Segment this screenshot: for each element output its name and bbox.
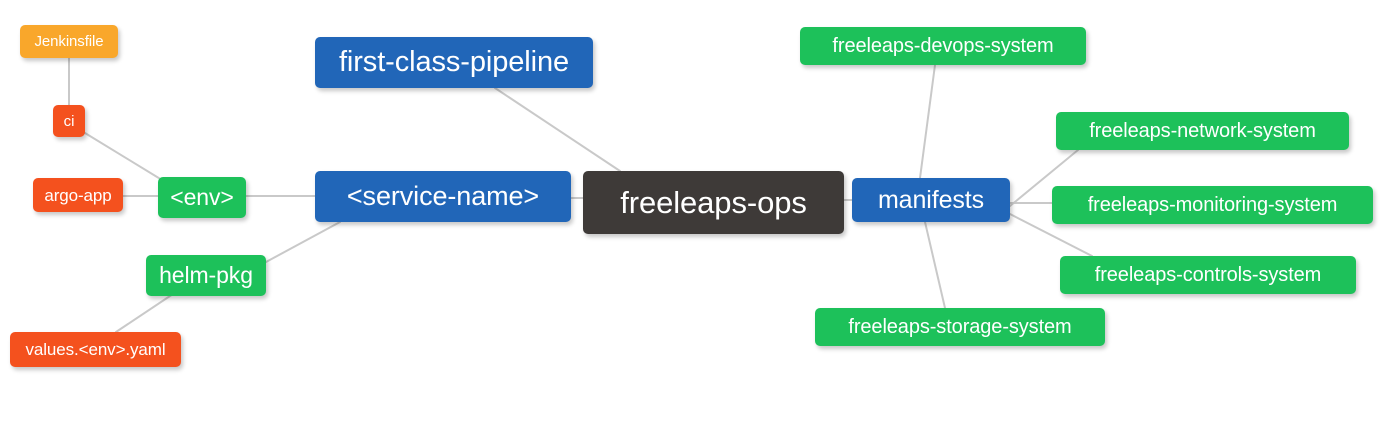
edge-manifests-to-freeleaps-storage-system <box>924 221 946 309</box>
node-label-values-yaml: values.<env>.yaml <box>25 340 166 359</box>
node-label-manifests: manifests <box>877 185 985 214</box>
node-argo-app[interactable]: argo-app <box>33 178 123 212</box>
node-freeleaps-devops-system[interactable]: freeleaps-devops-system <box>800 27 1086 65</box>
edge-helm-pkg-to-values-yaml <box>115 291 177 333</box>
node-manifests[interactable]: manifests <box>852 178 1010 222</box>
node-env[interactable]: <env> <box>158 177 246 218</box>
node-label-freeleaps-storage-system: freeleaps-storage-system <box>848 316 1072 338</box>
node-ci[interactable]: ci <box>53 105 85 137</box>
node-label-helm-pkg: helm-pkg <box>159 262 253 288</box>
node-label-ci: ci <box>63 112 75 130</box>
node-label-freeleaps-devops-system: freeleaps-devops-system <box>832 35 1054 57</box>
node-label-first-class-pipeline: first-class-pipeline <box>338 46 570 78</box>
node-label-argo-app: argo-app <box>44 185 112 205</box>
node-label-freeleaps-monitoring-system: freeleaps-monitoring-system <box>1087 194 1338 216</box>
node-helm-pkg[interactable]: helm-pkg <box>146 255 266 296</box>
node-jenkinsfile[interactable]: Jenkinsfile <box>20 25 118 58</box>
edge-service-name-to-helm-pkg <box>265 221 341 263</box>
edge-ci-to-env <box>84 132 163 181</box>
node-label-freeleaps-network-system: freeleaps-network-system <box>1089 120 1316 142</box>
node-freeleaps-ops[interactable]: freeleaps-ops <box>583 171 844 234</box>
node-values-yaml[interactable]: values.<env>.yaml <box>10 332 181 367</box>
node-label-env: <env> <box>170 184 234 210</box>
node-label-freeleaps-controls-system: freeleaps-controls-system <box>1094 264 1322 286</box>
node-label-jenkinsfile: Jenkinsfile <box>34 33 104 50</box>
node-label-freeleaps-ops: freeleaps-ops <box>620 185 807 220</box>
node-freeleaps-monitoring-system[interactable]: freeleaps-monitoring-system <box>1052 186 1373 224</box>
node-freeleaps-network-system[interactable]: freeleaps-network-system <box>1056 112 1349 150</box>
node-freeleaps-storage-system[interactable]: freeleaps-storage-system <box>815 308 1105 346</box>
edge-manifests-to-freeleaps-devops-system <box>919 64 936 179</box>
node-label-service-name: <service-name> <box>346 181 540 211</box>
edge-first-class-pipeline-to-freeleaps-ops <box>494 87 621 172</box>
node-freeleaps-controls-system[interactable]: freeleaps-controls-system <box>1060 256 1356 294</box>
node-first-class-pipeline[interactable]: first-class-pipeline <box>315 37 593 88</box>
node-service-name[interactable]: <service-name> <box>315 171 571 222</box>
